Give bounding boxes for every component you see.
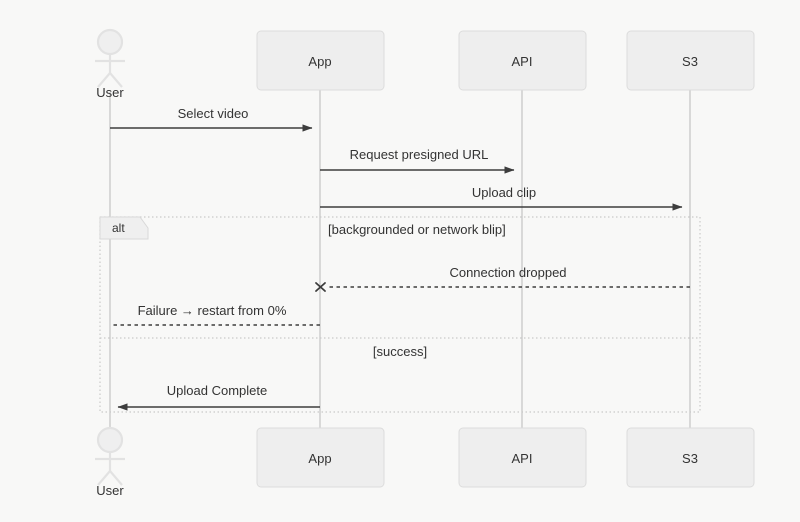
actor-leg-left-top — [97, 72, 111, 88]
alt-fragment-tag-shape — [99, 216, 149, 240]
participant-s3-top[interactable] — [626, 30, 755, 91]
lifelines-group — [109, 90, 691, 428]
participant-box-s3-top[interactable] — [626, 30, 755, 91]
participant-box-s3-bottom[interactable] — [626, 427, 755, 488]
participant-app-bottom[interactable] — [256, 427, 385, 488]
participant-app-top[interactable] — [256, 30, 385, 91]
alt-fragment-border — [99, 216, 701, 413]
participant-label-app-top: App — [308, 54, 331, 69]
actor-label-user-bottom: User — [96, 483, 124, 498]
actor-head-icon-bottom — [96, 426, 124, 454]
alt-fragment — [99, 216, 701, 413]
participant-box-api-bottom[interactable] — [458, 427, 587, 488]
actor-user-top[interactable] — [95, 28, 125, 88]
participant-api-top[interactable] — [458, 30, 587, 91]
message-label-upload-complete: Upload Complete — [167, 383, 267, 398]
actor-leg-right-bottom — [109, 470, 123, 486]
participant-api-bottom[interactable] — [458, 427, 587, 488]
message-lines-group — [110, 124, 690, 411]
alt-fragment-operator-label: alt — [112, 221, 125, 235]
participant-label-app-bottom: App — [308, 451, 331, 466]
participant-label-s3-bottom: S3 — [682, 451, 698, 466]
participant-label-api-top: API — [512, 54, 533, 69]
participant-box-api-top[interactable] — [458, 30, 587, 91]
actor-leg-right-top — [109, 72, 123, 88]
alt-condition-label-2: [success] — [373, 344, 427, 359]
message-label-upload-clip: Upload clip — [472, 185, 536, 200]
actor-leg-left-bottom — [97, 470, 111, 486]
actor-user-bottom[interactable] — [95, 426, 125, 486]
message-label-request-presigned-url: Request presigned URL — [350, 147, 489, 162]
message-label-connection-dropped: Connection dropped — [449, 265, 566, 280]
message-label-select-video: Select video — [178, 106, 249, 121]
participant-box-app-bottom[interactable] — [256, 427, 385, 488]
connection-dropped-x-icon — [315, 282, 326, 292]
alt-condition-label-1: [backgrounded or network blip] — [328, 222, 506, 237]
participant-box-app-top[interactable] — [256, 30, 385, 91]
participant-label-api-bottom: API — [512, 451, 533, 466]
message-label-failure-restart: Failure → restart from 0% — [138, 303, 287, 318]
actor-head-icon-top — [96, 28, 124, 56]
participant-s3-bottom[interactable] — [626, 427, 755, 488]
actor-label-user-top: User — [96, 85, 124, 100]
participant-label-s3-top: S3 — [682, 54, 698, 69]
